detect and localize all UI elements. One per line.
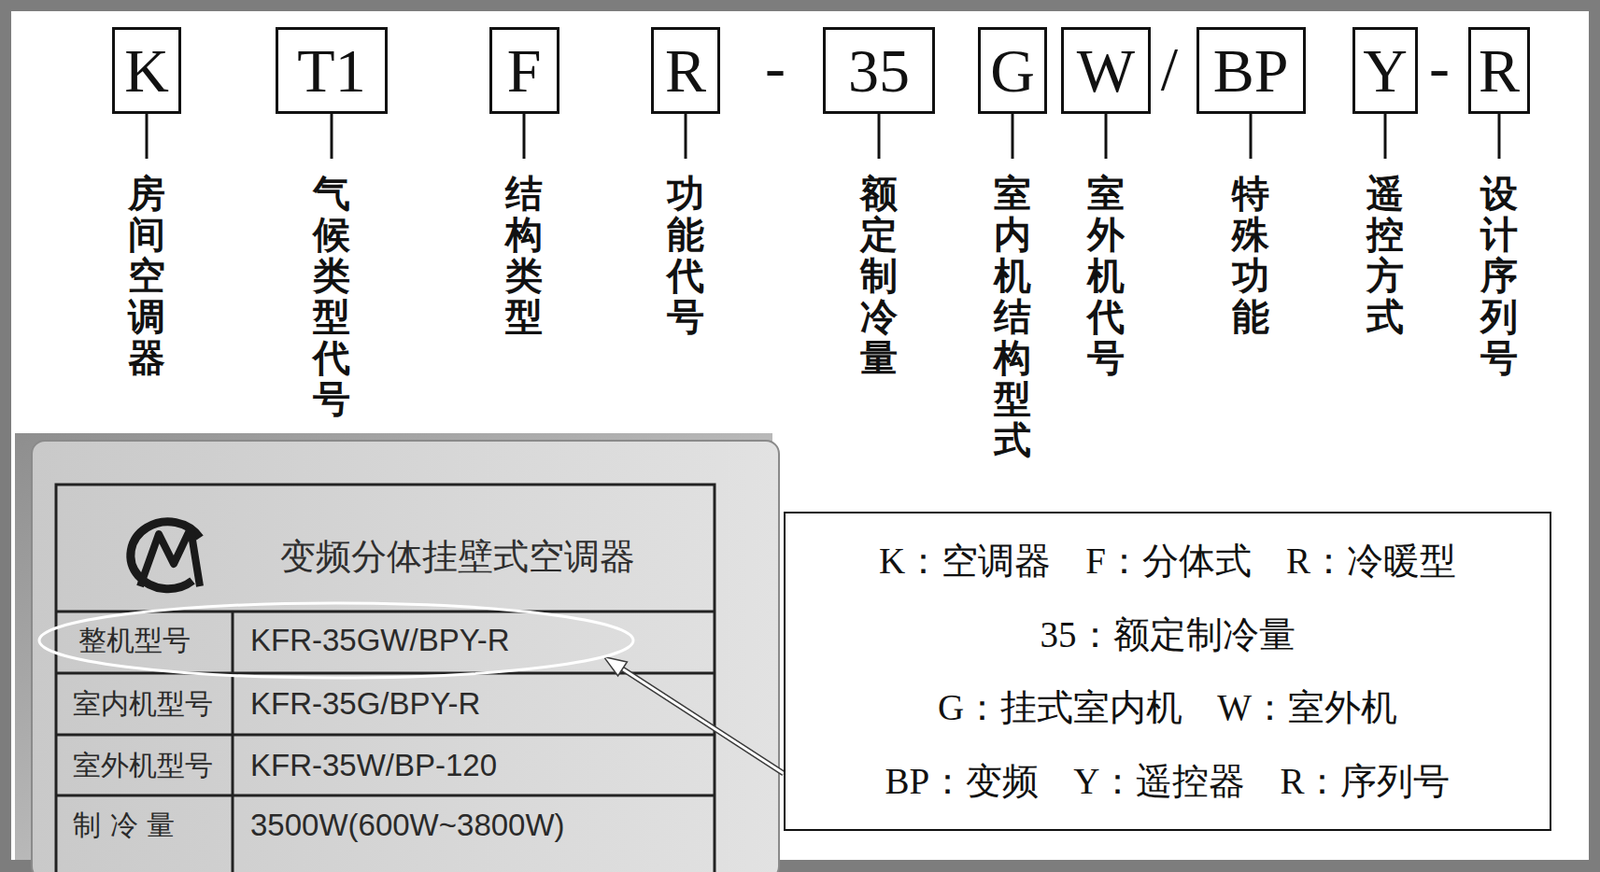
- nameplate-photo: [14, 433, 779, 872]
- code-box: F: [489, 27, 560, 114]
- field-name: 房间空调器: [127, 173, 166, 380]
- logo-arc: [130, 522, 200, 590]
- field-name: 结构类型: [505, 173, 543, 339]
- legend-box: K：空调器 F：分体式 R：冷暖型 35：额定制冷量 G：挂式室内机 W：室外机 BP…: [783, 511, 1552, 832]
- table-cell: 室内机型号: [72, 685, 213, 724]
- code-letter: W: [1076, 40, 1135, 102]
- leader-line: [1011, 113, 1015, 159]
- field-name: 额定制冷量: [860, 173, 898, 380]
- code-letter: R: [1478, 40, 1520, 102]
- code-letter: Y: [1362, 40, 1408, 102]
- leader-line: [1104, 113, 1108, 159]
- highlight-ellipse: 整机型号 KFR-35GW/BPY-R: [37, 601, 636, 680]
- field-name: 室外机代号: [1087, 173, 1125, 380]
- code-box: R: [651, 27, 721, 114]
- field-name: 设计序列号: [1480, 173, 1518, 380]
- leader-line: [523, 113, 526, 159]
- legend-line: BP：变频 Y：遥控器 R：序列号: [885, 756, 1451, 808]
- table-cell: KFR-35W/BP-120: [250, 748, 497, 784]
- code-letter: BP: [1213, 40, 1289, 102]
- table-cell: 整机型号: [78, 622, 191, 661]
- ellipse-outline: [39, 603, 634, 679]
- code-letter: T1: [297, 40, 366, 102]
- arrow-shaft: [622, 668, 784, 774]
- separator: /: [1161, 38, 1178, 100]
- logo-mark: [140, 528, 200, 587]
- separator: -: [1429, 36, 1450, 99]
- code-letter: 35: [848, 40, 910, 102]
- plate-title: 变频分体挂壁式空调器: [280, 533, 636, 581]
- table-cell: KFR-35G/BPY-R: [250, 686, 481, 723]
- code-box: T1: [275, 27, 388, 114]
- table-rule: [231, 611, 235, 872]
- table-cell: 3500W(600W~3800W): [250, 807, 566, 844]
- code-letter: R: [665, 40, 707, 102]
- leader-line: [877, 113, 881, 159]
- logo: [130, 522, 200, 590]
- code-box: R: [1468, 27, 1530, 114]
- table-rule: [56, 794, 715, 798]
- field-name: 气候类型代号: [312, 173, 351, 421]
- code-box: G: [977, 27, 1048, 114]
- field-name: 特殊功能: [1231, 173, 1270, 339]
- table-rule: [56, 734, 715, 737]
- arrow-shaft-outline: [622, 668, 784, 774]
- leader-line: [1384, 113, 1388, 159]
- field-name: 遥控方式: [1366, 173, 1404, 339]
- code-letter: F: [507, 40, 542, 102]
- plate: [31, 440, 779, 872]
- arrow-head: [603, 656, 627, 677]
- leader-lines: [146, 113, 1500, 159]
- code-box: K: [112, 27, 182, 114]
- leader-line: [330, 113, 334, 159]
- table-cell: 制 冷 量: [72, 807, 175, 846]
- code-box: BP: [1196, 27, 1306, 114]
- leader-line: [1249, 113, 1253, 159]
- leader-line: [684, 113, 688, 159]
- code-letter: K: [124, 40, 170, 102]
- arrow-connector: [603, 656, 784, 774]
- table-cell: 室外机型号: [72, 747, 213, 786]
- code-box: Y: [1352, 27, 1418, 114]
- code-letter: G: [990, 40, 1035, 102]
- separator: -: [764, 36, 786, 99]
- legend-line: 35：额定制冷量: [1040, 609, 1296, 661]
- legend-line: K：空调器 F：分体式 R：冷暖型: [878, 536, 1457, 587]
- leader-line: [145, 113, 149, 159]
- code-box: W: [1061, 27, 1151, 114]
- leader-line: [1498, 113, 1501, 159]
- table-cell: KFR-35GW/BPY-R: [250, 623, 510, 659]
- field-name: 功能代号: [666, 173, 705, 339]
- code-box: 35: [822, 27, 935, 114]
- field-name: 室内机结构型式: [993, 173, 1032, 462]
- legend-line: G：挂式室内机 W：室外机: [937, 682, 1398, 734]
